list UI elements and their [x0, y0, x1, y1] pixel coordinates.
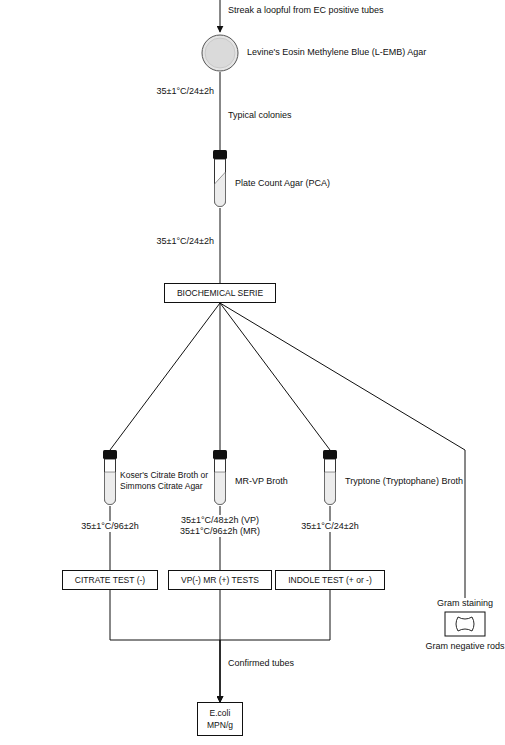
broth-tube: Tryptone (Tryptophane) Broth: [323, 450, 337, 506]
tube-cap: [213, 150, 227, 159]
edge-label: 35±1°C/24±2h: [156, 236, 214, 247]
slant-tube: Plate Count Agar (PCA): [213, 150, 227, 208]
node-label: Gram staining: [420, 598, 505, 609]
step-box: BIOCHEMICAL SERIE: [164, 283, 276, 303]
instruction-note: Streak a loopful from EC positive tubes: [228, 5, 384, 16]
node-label: MR-VP Broth: [235, 476, 288, 487]
node-label: Gram negative rods: [420, 641, 505, 652]
tube-medium: [105, 472, 116, 505]
edge-label: 35±1°C/24±2h: [299, 521, 361, 532]
stained-smear: [456, 617, 474, 631]
box-text: BIOCHEMICAL SERIE: [177, 287, 263, 299]
tube-medium: [215, 172, 226, 207]
box-text: INDOLE TEST (+ or -): [288, 574, 372, 586]
flow-line: [220, 303, 221, 450]
plate-agar: [205, 38, 235, 68]
box-text: VP(-) MR (+) TESTS: [181, 574, 259, 586]
final-box: E.coli MPN/g: [197, 702, 243, 736]
tube-cap: [323, 450, 337, 459]
plate-outline: [201, 34, 239, 72]
box-text: E.coli MPN/g: [198, 707, 242, 731]
tube-medium: [325, 472, 336, 505]
tube-glass: [215, 159, 226, 207]
tube-outline: [213, 150, 227, 208]
agar-plate: Levine's Eosin Methylene Blue (L-EMB) Ag…: [201, 34, 239, 72]
node-label: Tryptone (Tryptophane) Broth: [345, 476, 463, 487]
tube-glass: [215, 459, 226, 505]
tube-outline: [103, 450, 117, 506]
edge-label: 35±1°C/96±2h: [79, 521, 141, 532]
edge-label: 35±1°C/48±2h (VP): [179, 515, 261, 526]
flow-line: [220, 72, 221, 150]
flow-line: [220, 208, 221, 283]
tube-outline: [323, 450, 337, 506]
plate-rim: [202, 35, 238, 71]
flow-line: [110, 303, 220, 450]
tube-glass: [105, 459, 116, 505]
tube-outline: [213, 450, 227, 506]
node-label: Koser's Citrate Broth or Simmons Citrate…: [120, 470, 214, 492]
flow-line: [220, 303, 330, 450]
result-box: INDOLE TEST (+ or -): [275, 570, 385, 590]
incubation-note: 35±1°C/96±2h (MR): [178, 526, 262, 537]
flow-arrow: [220, 590, 330, 702]
tube-glass: [325, 459, 336, 505]
tube-cap: [103, 450, 117, 459]
glass-slide: [445, 612, 485, 636]
gram-slide: Gram stainingGram negative rods: [420, 598, 505, 664]
start-arrow: [220, 0, 221, 32]
node-label: Levine's Eosin Methylene Blue (L-EMB) Ag…: [247, 47, 426, 58]
result-box: CITRATE TEST (-): [62, 570, 158, 590]
flow-line: [330, 506, 331, 570]
tube-medium: [215, 472, 226, 505]
incubation-note: 35±1°C/24±2h: [156, 86, 214, 97]
box-text: CITRATE TEST (-): [75, 574, 145, 586]
edge-label: Confirmed tubes: [228, 658, 294, 669]
flow-arrow: [110, 590, 220, 702]
flow-line: [220, 303, 465, 598]
edge-label: Typical colonies: [228, 110, 292, 121]
result-box: VP(-) MR (+) TESTS: [168, 570, 272, 590]
broth-tube: MR-VP Broth: [213, 450, 227, 506]
node-label: Plate Count Agar (PCA): [235, 178, 330, 189]
broth-tube: Koser's Citrate Broth or Simmons Citrate…: [103, 450, 117, 506]
tube-cap: [213, 450, 227, 459]
flow-line: [110, 506, 111, 570]
